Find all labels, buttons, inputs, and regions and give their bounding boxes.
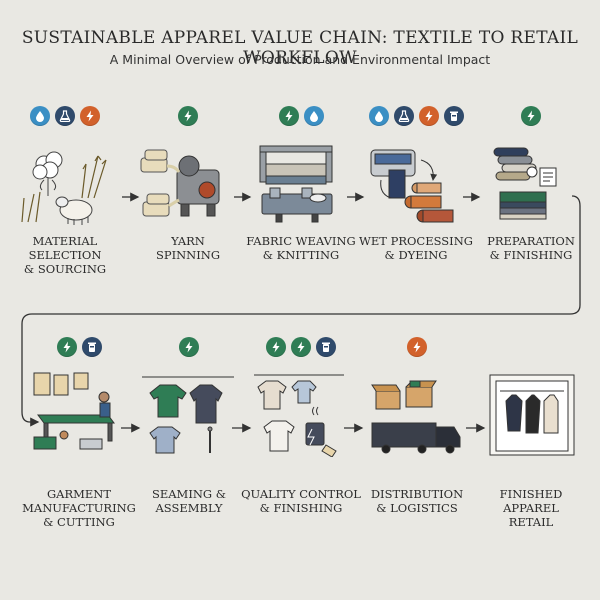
spinning-machine-illustration: [140, 149, 220, 217]
stage-label: QUALITY CONTROL & FINISHING: [238, 487, 364, 515]
dye-vat-illustration: [370, 149, 454, 223]
water-drop-icon: [303, 106, 324, 126]
flask-icon: [393, 106, 414, 126]
stage-label: SEAMING & ASSEMBLY: [126, 487, 252, 515]
stage-label: YARN SPINNING: [125, 234, 251, 262]
energy-bolt-green-icon: [178, 106, 198, 126]
label-line: DISTRIBUTION: [370, 487, 464, 501]
impact-badges: [24, 337, 134, 361]
label-line: & FINISHING: [489, 248, 573, 262]
impact-badges: [476, 106, 586, 130]
label-line: & KNITTING: [262, 248, 340, 262]
label-line: & CUTTING: [43, 515, 115, 529]
boxes-truck-illustration: [371, 380, 461, 454]
impact-badges: [246, 106, 356, 130]
retail-display-illustration: [489, 374, 575, 456]
cotton-wheat-sheep-illustration: [21, 151, 107, 225]
label-line: & LOGISTICS: [376, 501, 458, 515]
energy-bolt-orange-icon: [80, 106, 100, 126]
label-line: FINISHED: [499, 487, 563, 501]
impact-badges: [134, 337, 244, 361]
waste-bin-icon: [443, 106, 464, 126]
energy-bolt-orange-icon: [407, 337, 427, 357]
diagram-title: SUSTAINABLE APPAREL VALUE CHAIN: TEXTILE…: [21, 28, 579, 68]
impact-badges: [476, 337, 586, 361]
label-line: YARN: [171, 234, 205, 248]
hanging-garments-illustration: [142, 376, 234, 454]
arrow-wrap: [21, 195, 581, 427]
energy-bolt-green-icon: [179, 337, 199, 357]
stage-label: DISTRIBUTION & LOGISTICS: [354, 487, 480, 515]
impact-badges: [361, 106, 471, 130]
label-line: SPINNING: [155, 248, 221, 262]
label-line: & DYEING: [384, 248, 448, 262]
diagram-subtitle: A Minimal Overview of Production and Env…: [109, 52, 491, 67]
label-line: RETAIL: [508, 515, 554, 529]
impact-badges: [10, 106, 120, 130]
waste-bin-icon: [81, 337, 102, 357]
energy-bolt-green-icon: [278, 106, 299, 126]
energy-bolt-orange-icon: [418, 106, 439, 126]
loom-illustration: [259, 145, 333, 223]
stage-label: GARMENT MANUFACTURING & CUTTING: [16, 487, 142, 529]
stage-label: MATERIAL SELECTION & SOURCING: [2, 234, 128, 276]
label-line: & SOURCING: [23, 262, 107, 276]
water-drop-icon: [30, 106, 50, 126]
energy-bolt-green-icon: [521, 106, 541, 126]
label-line: MANUFACTURING: [22, 501, 136, 515]
label-line: WET PROCESSING: [359, 234, 473, 248]
flask-icon: [55, 106, 75, 126]
label-line: MATERIAL SELECTION: [28, 234, 102, 262]
label-line: PREPARATION: [487, 234, 575, 248]
stage-label: PREPARATION & FINISHING: [468, 234, 594, 262]
cutting-table-illustration: [33, 372, 115, 450]
impact-badges: [246, 337, 356, 361]
energy-bolt-green-icon: [266, 337, 286, 357]
label-line: & FINISHING: [259, 501, 343, 515]
label-line: SEAMING &: [151, 487, 227, 501]
energy-bolt-green-icon: [56, 337, 77, 357]
water-drop-icon: [368, 106, 389, 126]
stage-label: FABRIC WEAVING & KNITTING: [238, 234, 364, 262]
label-line: APPAREL: [503, 501, 559, 515]
label-line: ASSEMBLY: [155, 501, 223, 515]
label-line: GARMENT: [46, 487, 112, 501]
garment-inspection-illustration: [254, 374, 344, 457]
energy-bolt-green-icon: [291, 337, 311, 357]
fabric-rolls-illustration: [493, 147, 557, 220]
impact-badges: [133, 106, 243, 130]
impact-badges: [362, 337, 472, 361]
stage-label: WET PROCESSING & DYEING: [353, 234, 479, 262]
stage-label: FINISHED APPAREL RETAIL: [468, 487, 594, 529]
label-line: FABRIC WEAVING: [246, 234, 356, 248]
waste-bin-icon: [316, 337, 336, 357]
label-line: QUALITY CONTROL: [241, 487, 361, 501]
